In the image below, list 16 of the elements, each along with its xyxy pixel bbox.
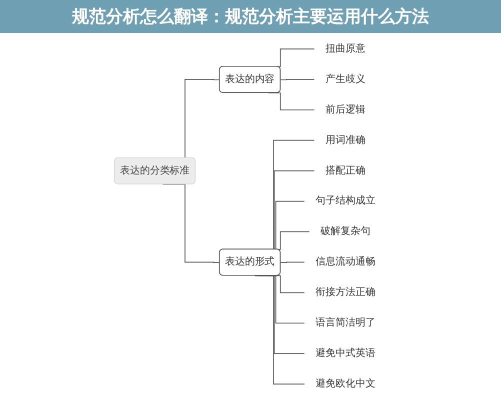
connector — [280, 262, 305, 263]
node-text: 产生歧义 — [326, 73, 366, 85]
node-text: 前后逻辑 — [326, 104, 366, 116]
node-text: 破解复杂句 — [320, 226, 370, 238]
node-text: 避免中式英语 — [316, 348, 376, 359]
node-text: 句子结构成立 — [316, 195, 376, 207]
connector — [280, 78, 315, 80]
title-banner: 规范分析怎么翻译：规范分析主要运用什么方法 — [0, 0, 501, 33]
node-text: 衔接方法正确 — [316, 286, 376, 298]
node-text: 扭曲原意 — [326, 42, 366, 54]
connector — [254, 275, 305, 384]
node-text: 信息流动通畅 — [316, 256, 376, 268]
node-text: 用词准确 — [326, 134, 366, 146]
node-text: 搭配正确 — [326, 164, 366, 176]
node-text: 语言简洁明了 — [316, 317, 376, 328]
node-text: 避免欧化中文 — [316, 378, 376, 390]
